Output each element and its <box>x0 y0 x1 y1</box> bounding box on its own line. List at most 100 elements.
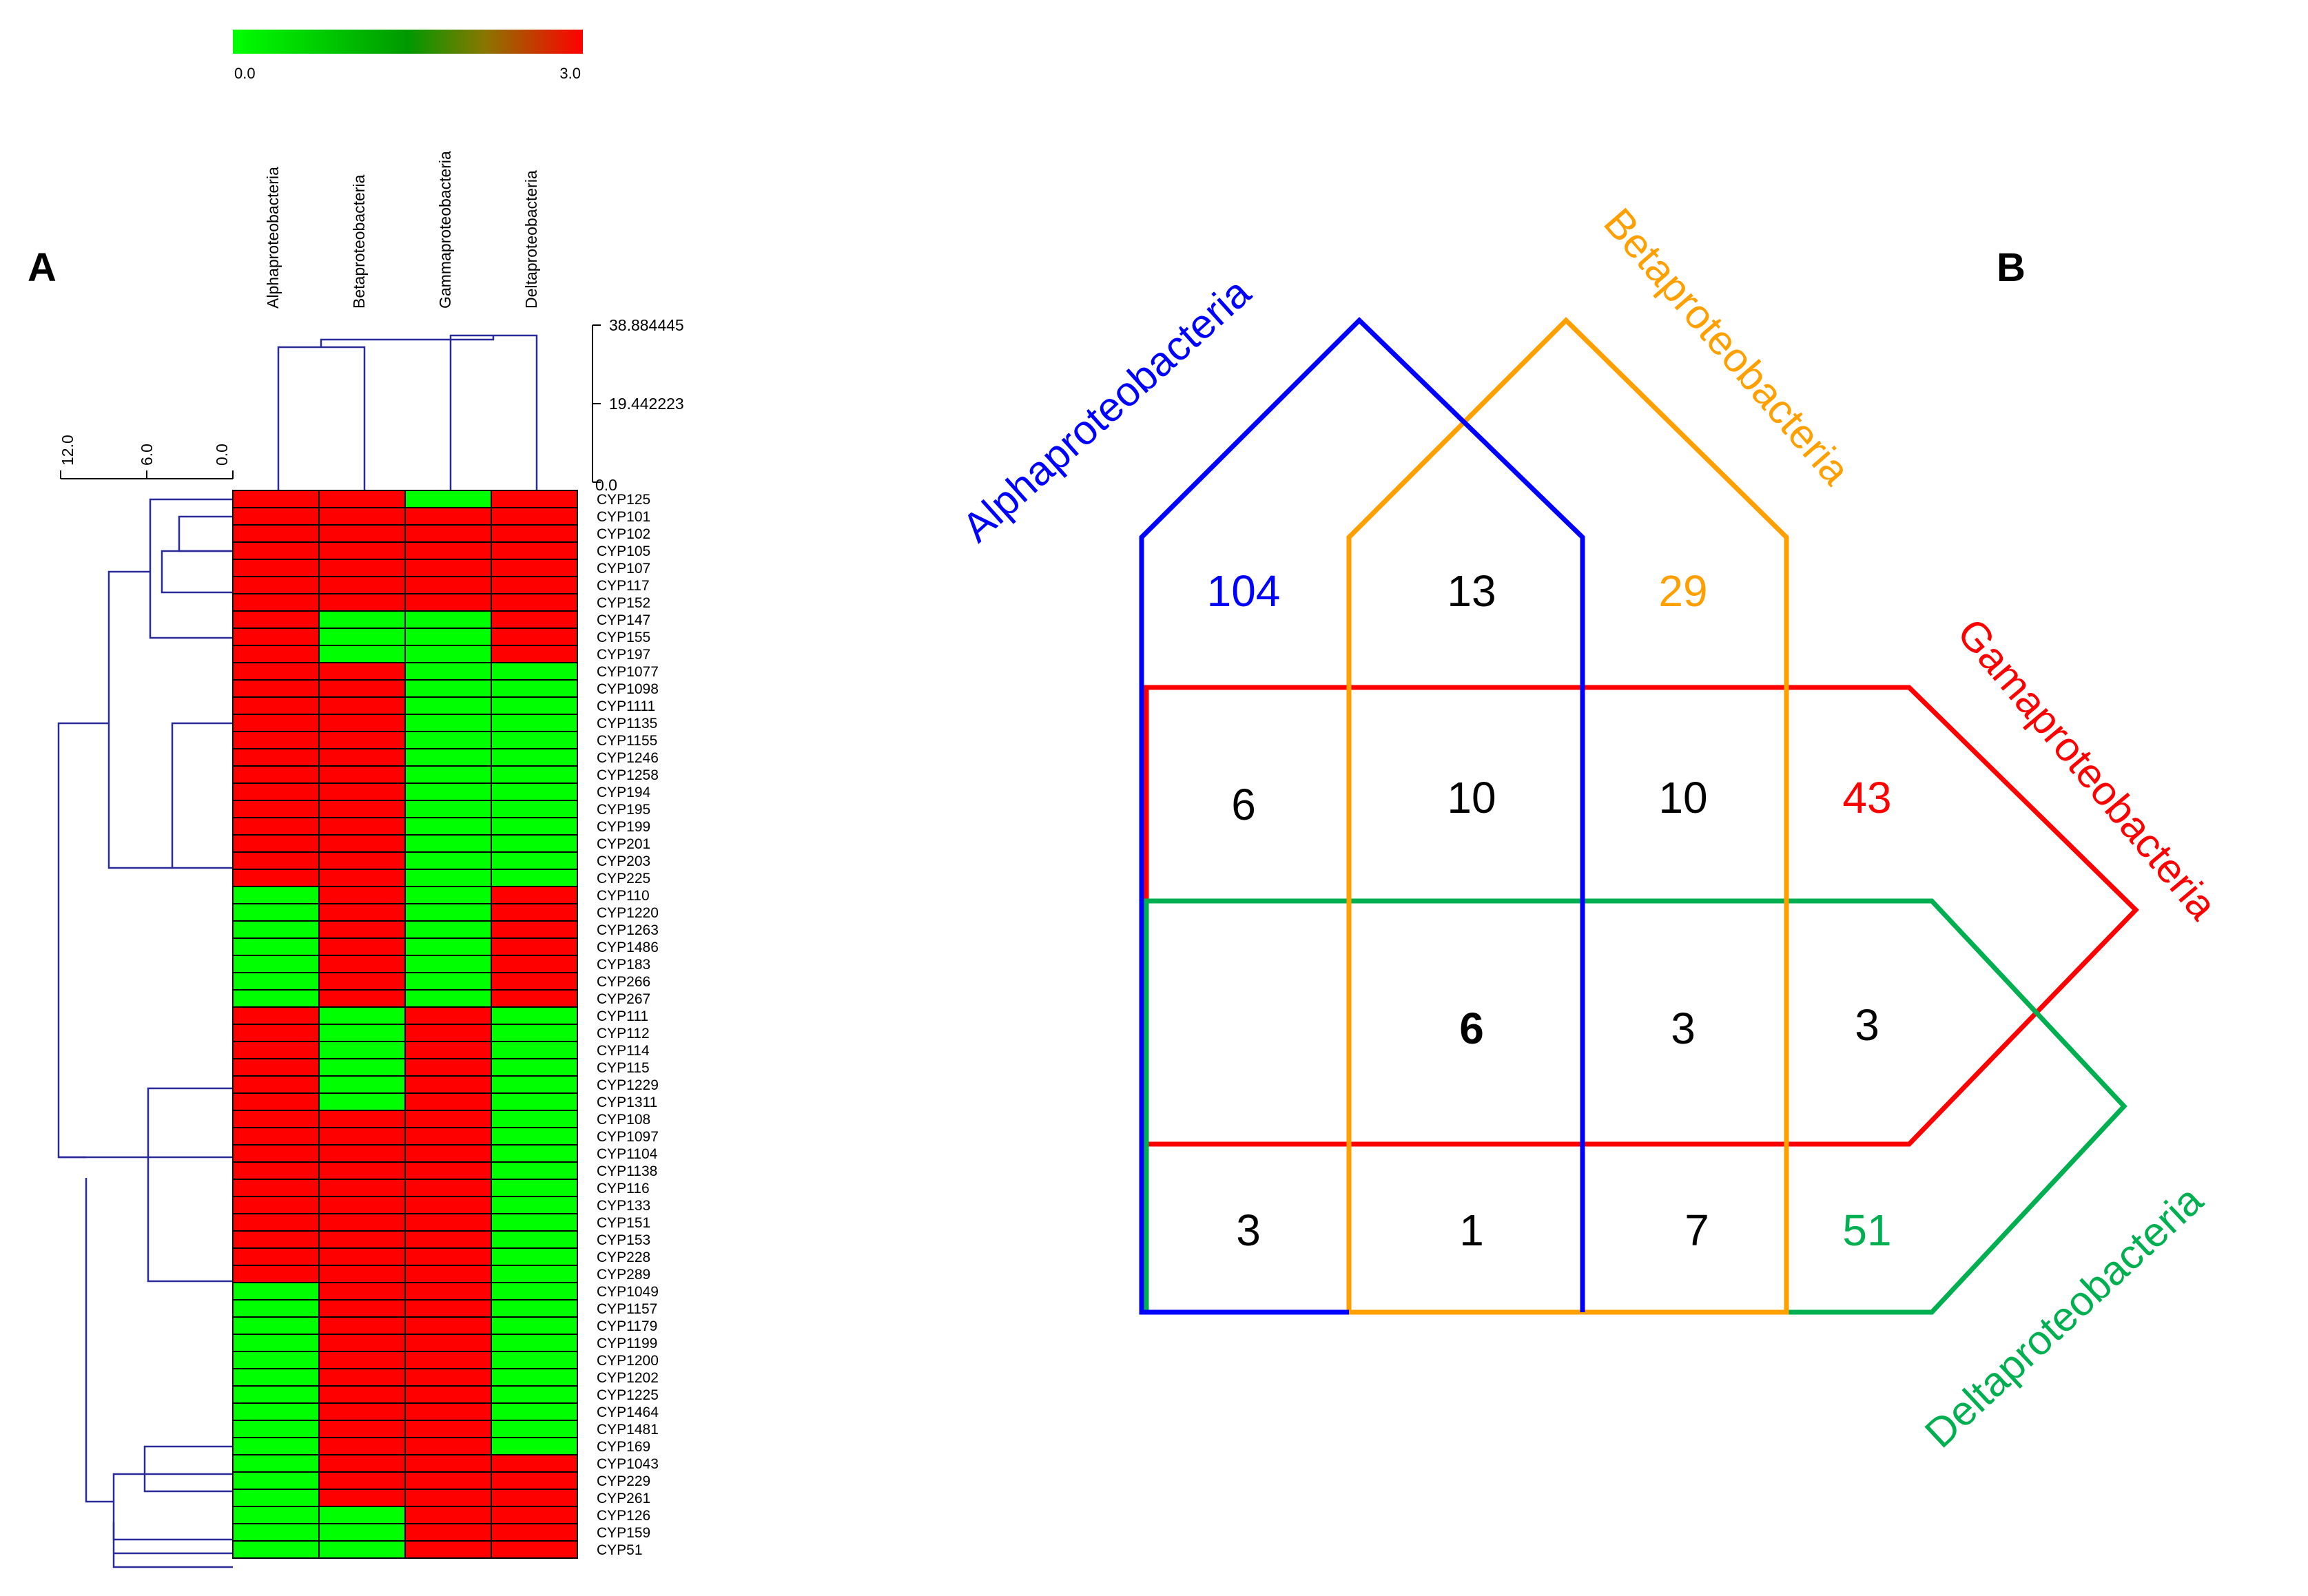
row-label: CYP1263 <box>597 922 659 938</box>
heatmap-cell <box>491 937 578 956</box>
heatmap-cell <box>318 800 406 818</box>
heatmap-cell <box>318 610 406 629</box>
heatmap-cell <box>491 1471 578 1490</box>
heatmap-cell <box>318 1058 406 1077</box>
row-label: CYP105 <box>597 543 650 559</box>
heatmap-cell <box>318 1540 406 1559</box>
heatmap-cell <box>232 1402 320 1421</box>
row-label: CYP1202 <box>597 1370 659 1386</box>
heatmap-cell <box>232 1041 320 1059</box>
row-scale-label: 0.0 <box>213 444 231 466</box>
heatmap-cell <box>404 1420 492 1438</box>
heatmap-cell <box>318 817 406 836</box>
heatmap-cell <box>232 696 320 715</box>
heatmap-cell <box>491 1334 578 1352</box>
venn-diagram <box>1139 317 2139 1315</box>
heatmap-cell <box>232 765 320 784</box>
heatmap-cell <box>318 1230 406 1249</box>
heatmap-cell <box>232 731 320 749</box>
venn-count: 104 <box>1207 566 1281 616</box>
heatmap-cell <box>491 541 578 560</box>
row-label: CYP1199 <box>597 1336 657 1351</box>
venn-set-gamma <box>1144 685 2139 1147</box>
row-label: CYP229 <box>597 1473 650 1489</box>
heatmap-cell <box>404 1265 492 1283</box>
heatmap-cell <box>318 972 406 991</box>
row-label: CYP289 <box>597 1267 650 1283</box>
row-label: CYP197 <box>597 647 650 663</box>
heatmap-cell <box>232 1075 320 1094</box>
heatmap-cell <box>318 1196 406 1214</box>
heatmap-cell <box>491 1058 578 1077</box>
heatmap-cell <box>404 1161 492 1180</box>
heatmap-cell <box>318 765 406 784</box>
row-label: CYP51 <box>597 1542 643 1558</box>
heatmap-cell <box>318 731 406 749</box>
row-dendrogram <box>57 498 233 1568</box>
venn-count: 6 <box>1459 1004 1484 1053</box>
heatmap-cell <box>404 886 492 904</box>
heatmap-cell <box>404 1179 492 1197</box>
heatmap-cell <box>404 628 492 646</box>
heatmap-cell <box>232 507 320 526</box>
heatmap-cell <box>491 1316 578 1335</box>
heatmap-cell <box>232 989 320 1008</box>
heatmap-cell <box>404 765 492 784</box>
heatmap-cell <box>404 1024 492 1042</box>
heatmap-cell <box>404 1540 492 1559</box>
row-label: CYP1043 <box>597 1456 659 1472</box>
heatmap-cell <box>404 1230 492 1249</box>
heatmap-cell <box>232 869 320 887</box>
heatmap-cell <box>318 1402 406 1421</box>
heatmap-cell <box>491 972 578 991</box>
heatmap-cell <box>318 541 406 560</box>
heatmap-cell <box>491 886 578 904</box>
heatmap-cell <box>232 972 320 991</box>
row-label: CYP201 <box>597 836 650 852</box>
heatmap-cell <box>404 783 492 801</box>
heatmap-cell <box>491 731 578 749</box>
row-label: CYP101 <box>597 509 650 525</box>
heatmap-cell <box>491 903 578 922</box>
heatmap-cell <box>318 1075 406 1094</box>
heatmap-cell <box>404 1110 492 1128</box>
heatmap-cell <box>318 696 406 715</box>
heatmap-cell <box>232 1144 320 1163</box>
row-label: CYP199 <box>597 819 650 835</box>
heatmap-cell <box>318 1471 406 1490</box>
column-label: Deltaproteobacteria <box>522 170 540 309</box>
heatmap-cell <box>404 937 492 956</box>
heatmap-cell <box>404 1006 492 1025</box>
heatmap-cell <box>232 783 320 801</box>
row-label: CYP1077 <box>597 664 659 680</box>
row-label: CYP153 <box>597 1232 650 1248</box>
heatmap-cell <box>318 851 406 870</box>
heatmap-cell <box>318 869 406 887</box>
heatmap-cell <box>404 955 492 973</box>
heatmap-cell <box>232 886 320 904</box>
heatmap-cell <box>232 1110 320 1128</box>
heatmap-cell <box>318 490 406 508</box>
heatmap-cell <box>404 817 492 836</box>
row-label: CYP266 <box>597 974 650 990</box>
row-label: CYP1311 <box>597 1095 657 1110</box>
heatmap-cell <box>318 628 406 646</box>
heatmap-cell <box>491 1420 578 1438</box>
heatmap-cell <box>404 1144 492 1163</box>
heatmap-cell <box>404 1334 492 1352</box>
row-label: CYP1098 <box>597 681 659 697</box>
row-label: CYP228 <box>597 1250 650 1265</box>
row-label: CYP1486 <box>597 940 659 955</box>
heatmap-cell <box>491 507 578 526</box>
heatmap-cell <box>404 1471 492 1490</box>
row-label: CYP1200 <box>597 1353 659 1369</box>
heatmap-cell <box>491 1299 578 1318</box>
heatmap-cell <box>232 490 320 508</box>
row-label: CYP1138 <box>597 1163 657 1179</box>
heatmap-cell <box>404 1368 492 1387</box>
heatmap-cell <box>318 920 406 939</box>
heatmap-cell <box>232 593 320 612</box>
venn-count: 3 <box>1671 1004 1696 1053</box>
heatmap-cell <box>318 1420 406 1438</box>
